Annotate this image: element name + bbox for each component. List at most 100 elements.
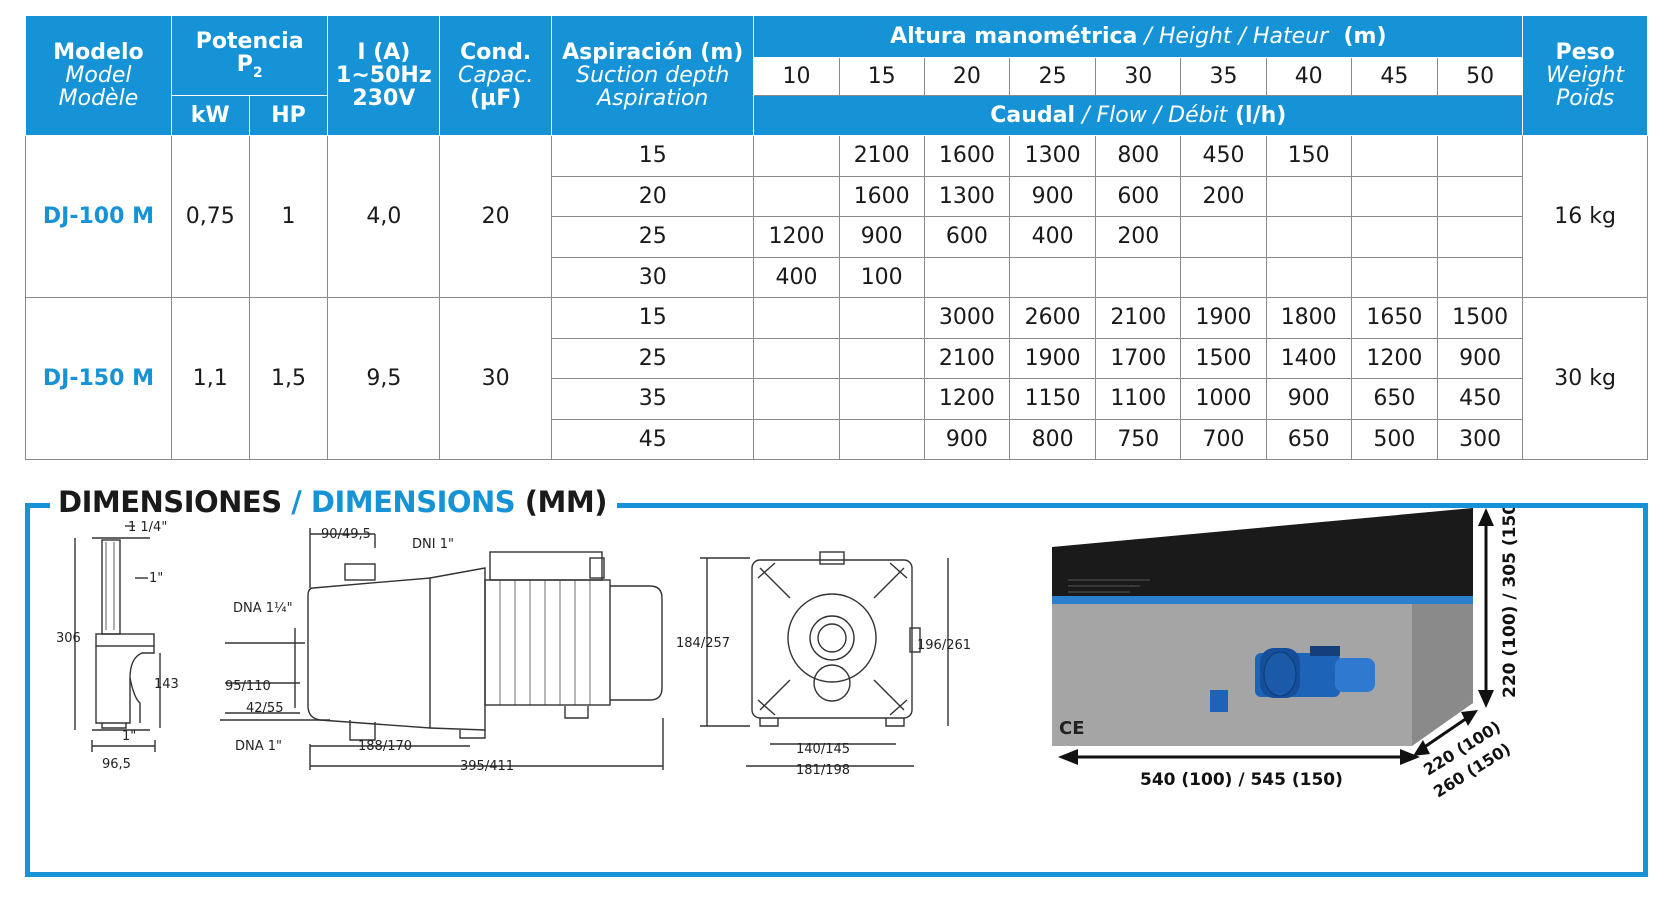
flow-cell bbox=[1350, 256, 1439, 298]
suction-value: 15 bbox=[551, 297, 755, 339]
flow-cell: 1600 bbox=[923, 135, 1010, 177]
height-value: 20 bbox=[923, 57, 1010, 96]
flow-cell bbox=[753, 337, 840, 379]
suction-value: 45 bbox=[551, 418, 755, 460]
capacitor-value: 30 bbox=[439, 297, 553, 460]
end-dim-b1: 140/145 bbox=[796, 742, 850, 757]
model-name: DJ-150 M bbox=[25, 297, 172, 460]
header-weight: Peso Weight Poids bbox=[1522, 15, 1648, 136]
flow-cell: 600 bbox=[1095, 175, 1182, 217]
suction-value: 25 bbox=[551, 337, 755, 379]
flow-cell bbox=[1265, 175, 1352, 217]
dimension-drawings: 1 1/4" 1" 306 143 1" 96,5 90/49,5 DNI 1"… bbox=[56, 508, 1520, 801]
height-value: 45 bbox=[1350, 57, 1439, 96]
flow-cell: 1300 bbox=[923, 175, 1010, 217]
weight-value: 16 kg bbox=[1522, 135, 1648, 298]
power-hp: 1 bbox=[248, 135, 329, 298]
front-dim-top1: 90/49,5 bbox=[321, 527, 371, 542]
height-value: 30 bbox=[1095, 57, 1182, 96]
side-dim-height: 306 bbox=[56, 631, 81, 646]
flow-cell: 200 bbox=[1095, 216, 1182, 258]
front-dim-top2: DNI 1" bbox=[412, 537, 454, 552]
header-current: I (A) 1~50Hz 230V bbox=[327, 15, 441, 136]
suction-value: 25 bbox=[551, 216, 755, 258]
height-value: 10 bbox=[753, 57, 840, 96]
power-hp: 1,5 bbox=[248, 297, 329, 460]
header-capacitor: Cond. Capac. (µF) bbox=[439, 15, 553, 136]
model-name: DJ-100 M bbox=[25, 135, 172, 298]
ce-mark: CE bbox=[1059, 718, 1085, 739]
flow-cell: 700 bbox=[1180, 418, 1267, 460]
header-height: Altura manométrica / Height / Hateur (m) bbox=[753, 15, 1524, 58]
flow-cell bbox=[1350, 135, 1439, 177]
flow-cell: 1200 bbox=[753, 216, 840, 258]
suction-value: 20 bbox=[551, 175, 755, 217]
flow-cell: 200 bbox=[1180, 175, 1267, 217]
power-kw: 1,1 bbox=[170, 297, 250, 460]
flow-cell: 1800 bbox=[1265, 297, 1352, 339]
flow-cell: 650 bbox=[1350, 378, 1439, 420]
front-view-drawing bbox=[220, 528, 664, 770]
dimensions-panel: DIMENSIONES / DIMENSIONS (MM) bbox=[25, 485, 1648, 877]
flow-cell bbox=[1008, 256, 1097, 298]
suction-value: 15 bbox=[551, 135, 755, 177]
suction-value: 35 bbox=[551, 378, 755, 420]
flow-cell: 1100 bbox=[1095, 378, 1182, 420]
header-suction: Aspiración (m) Suction depth Aspiration bbox=[551, 15, 755, 136]
flow-cell bbox=[838, 297, 925, 339]
flow-cell bbox=[1180, 256, 1267, 298]
side-dim-top: 1 1/4" bbox=[128, 520, 167, 535]
flow-cell: 1000 bbox=[1180, 378, 1267, 420]
flow-cell: 1900 bbox=[1180, 297, 1267, 339]
flow-cell: 300 bbox=[1437, 418, 1524, 460]
flow-cell bbox=[1350, 175, 1439, 217]
end-dim-left: 184/257 bbox=[676, 636, 730, 651]
flow-cell bbox=[838, 337, 925, 379]
flow-cell bbox=[1350, 216, 1439, 258]
flow-cell bbox=[1437, 175, 1524, 217]
height-value: 25 bbox=[1008, 57, 1097, 96]
table-row: 20 1600 1300 900 600 200 bbox=[26, 175, 1648, 217]
front-dim-h1: 95/110 bbox=[225, 679, 271, 694]
flow-cell: 1900 bbox=[1008, 337, 1097, 379]
flow-cell: 1300 bbox=[1008, 135, 1097, 177]
table-row: DJ-150 M 1,1 1,5 9,5 30 15 3000 2600 210… bbox=[25, 297, 1648, 460]
flow-cell: 2100 bbox=[1095, 297, 1182, 339]
flow-cell bbox=[753, 135, 840, 177]
height-value: 35 bbox=[1180, 57, 1267, 96]
current-value: 9,5 bbox=[327, 297, 441, 460]
side-dim-width: 96,5 bbox=[102, 757, 131, 772]
flow-cell: 2100 bbox=[923, 337, 1010, 379]
height-value: 40 bbox=[1265, 57, 1352, 96]
height-value: 50 bbox=[1437, 57, 1524, 96]
flow-cell: 1600 bbox=[838, 175, 925, 217]
flow-cell: 1200 bbox=[1350, 337, 1439, 379]
box-width: 540 (100) / 545 (150) bbox=[1140, 770, 1343, 790]
flow-cell: 2600 bbox=[1008, 297, 1097, 339]
flow-cell: 900 bbox=[838, 216, 925, 258]
flow-cell: 900 bbox=[1437, 337, 1524, 379]
flow-cell: 900 bbox=[1008, 175, 1097, 217]
flow-cell: 1500 bbox=[1437, 297, 1524, 339]
flow-cell bbox=[1437, 216, 1524, 258]
flow-cell bbox=[1180, 216, 1267, 258]
front-dna-top: DNA 1¼" bbox=[233, 601, 293, 616]
flow-cell: 1400 bbox=[1265, 337, 1352, 379]
flow-cell bbox=[1265, 256, 1352, 298]
packaging-box: CE bbox=[1052, 508, 1473, 746]
flow-cell: 500 bbox=[1350, 418, 1439, 460]
flow-cell: 3000 bbox=[923, 297, 1010, 339]
table-row: 45 900 800 750 700 650 500 300 bbox=[26, 418, 1648, 460]
flow-cell: 650 bbox=[1265, 418, 1352, 460]
flow-cell bbox=[1095, 256, 1182, 298]
flow-cell bbox=[1437, 256, 1524, 298]
flow-cell bbox=[838, 418, 925, 460]
header-hp: HP bbox=[248, 95, 329, 136]
header-flow: Caudal / Flow / Débit (l/h) bbox=[753, 95, 1524, 136]
table-row: DJ-100 M 0,75 1 4,0 20 15 2100 1600 1300… bbox=[25, 135, 1648, 298]
flow-cell: 900 bbox=[923, 418, 1010, 460]
current-value: 4,0 bbox=[327, 135, 441, 298]
flow-cell bbox=[753, 297, 840, 339]
pump-image bbox=[1210, 646, 1375, 712]
flow-cell bbox=[1437, 135, 1524, 177]
